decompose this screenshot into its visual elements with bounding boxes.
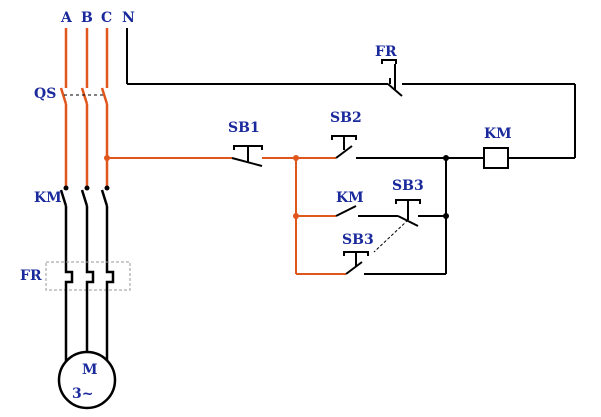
phase-label-n: N <box>122 10 135 26</box>
motor-phase: 3~ <box>72 386 93 402</box>
sb3-linkage <box>373 219 409 253</box>
power-lines-top <box>64 28 109 88</box>
km-main-label: KM <box>34 190 62 206</box>
motor-feed-lines <box>64 288 109 364</box>
qs-label: QS <box>34 86 56 102</box>
sb3-bottom-label: SB3 <box>342 232 374 248</box>
fr-heater-elements <box>64 266 115 288</box>
km-aux-contact <box>335 205 398 217</box>
km-aux-label: KM <box>336 190 364 206</box>
sb3-bottom-contact <box>343 251 446 275</box>
km-main-contacts <box>59 189 109 207</box>
junction-dots-orange <box>104 155 299 219</box>
junction-dots-black <box>443 155 449 219</box>
sb3-top-label: SB3 <box>392 178 424 194</box>
km-coil <box>483 147 509 169</box>
motor-name: M <box>82 362 98 378</box>
sb1-label: SB1 <box>228 120 260 136</box>
sb1-pushbutton <box>231 145 263 167</box>
power-lines-mid <box>64 104 109 188</box>
phase-labels: A B C N <box>60 10 135 26</box>
phase-label-a: A <box>60 10 73 26</box>
motor-symbol <box>57 350 117 410</box>
control-orange-wires <box>107 157 346 275</box>
phase-label-b: B <box>81 10 93 26</box>
sb2-pushbutton <box>331 135 446 159</box>
fr-heater-label: FR <box>20 268 42 284</box>
phase-label-c: C <box>101 10 112 26</box>
qs-switch <box>59 87 109 105</box>
sb2-label: SB2 <box>330 110 362 126</box>
neutral-wire <box>126 28 576 159</box>
km-main-contact-dots <box>63 185 110 191</box>
fr-nc-contact <box>381 59 403 97</box>
fr-contact-label: FR <box>375 44 397 60</box>
sb3-top-contact <box>395 199 446 227</box>
km-coil-label: KM <box>484 126 512 142</box>
power-lines-lower <box>64 206 109 266</box>
fr-heater-frame <box>45 261 131 291</box>
